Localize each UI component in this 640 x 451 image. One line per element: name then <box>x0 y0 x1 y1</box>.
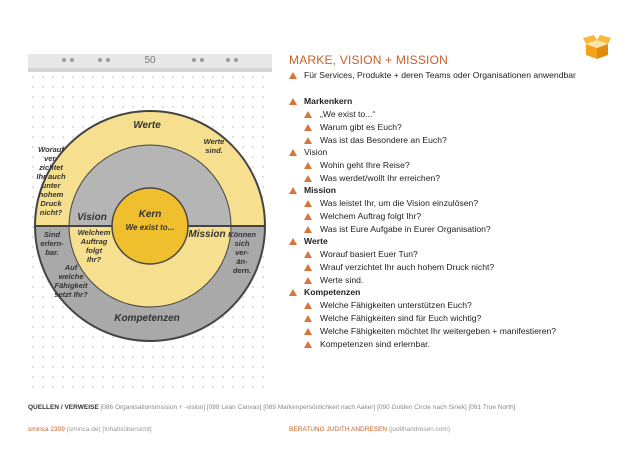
werte-left-line: hohem <box>39 190 64 199</box>
bullet-triangle-icon <box>289 98 297 105</box>
open-box-icon <box>583 35 611 59</box>
core-title: Kern <box>139 209 162 220</box>
mission-title: Mission <box>188 229 225 240</box>
core-subtitle: We exist to... <box>126 223 175 232</box>
werte-left-line: Worauf <box>38 145 65 154</box>
vision-ring <box>68 144 232 226</box>
binder-hole <box>234 58 238 62</box>
bullet-triangle-icon <box>304 137 312 144</box>
brand-core-diagram: Kern We exist to... Vision Welchem Auftr… <box>34 110 266 342</box>
notepad-ruler <box>28 68 272 72</box>
vision-title: Vision <box>77 212 107 223</box>
werte-left-line: Ihr auch <box>36 172 66 181</box>
footer-company: BERATUNG JUDITH ANDRESEN <box>289 426 388 433</box>
kompetenzen-left-line: erlern- <box>40 239 64 248</box>
bullet-triangle-icon <box>304 302 312 309</box>
mission-ring <box>68 226 232 308</box>
bullet-triangle-icon <box>304 264 312 271</box>
bullet-triangle-icon <box>304 111 312 118</box>
vision-line: Auftrag <box>80 237 108 246</box>
kompetenzen-mid-line: setzt Ihr? <box>54 290 88 299</box>
bullet-triangle-icon <box>304 277 312 284</box>
binder-hole <box>192 58 196 62</box>
werte-left-line: unter <box>42 181 62 190</box>
mission-line: Können <box>228 230 256 239</box>
footer-right: BERATUNG JUDITH ANDRESEN (judithandresen… <box>289 426 450 433</box>
werte-right-line: sind. <box>205 146 223 155</box>
bullet-triangle-icon <box>304 251 312 258</box>
vision-line: folgt <box>86 246 103 255</box>
references-text[interactable]: [086 Organisationsmission + -vision] [08… <box>100 404 516 411</box>
binder-hole <box>106 58 110 62</box>
notepad-header: 50 <box>28 54 272 68</box>
kompetenzen-left-line: bar. <box>45 248 58 257</box>
footer-brand: sminca 2309 <box>28 426 65 433</box>
bullet-triangle-icon <box>304 175 312 182</box>
references: QUELLEN / VERWEISE [086 Organisationsmis… <box>28 404 515 411</box>
werte-right-line: Werte <box>204 137 225 146</box>
mission-line: ver- <box>235 248 249 257</box>
footer-links[interactable]: (sminca.de) [Inhaltsübersicht] <box>66 426 152 433</box>
footer-website-link[interactable]: (judithandresen.com) <box>388 426 450 433</box>
kompetenzen-title: Kompetenzen <box>114 313 180 324</box>
bullet-triangle-icon <box>289 289 297 296</box>
bullet-triangle-icon <box>304 200 312 207</box>
mission-line: än- <box>236 257 248 266</box>
page-title: MARKE, VISION + MISSION <box>289 53 448 67</box>
bullet-triangle-icon <box>304 315 312 322</box>
werte-left-line: nicht? <box>40 208 63 217</box>
bullet-triangle-icon <box>304 162 312 169</box>
core-circle <box>111 187 189 265</box>
binder-hole <box>200 58 204 62</box>
vision-line: Welchem <box>78 228 111 237</box>
binder-hole <box>62 58 66 62</box>
bullet-triangle-icon <box>289 238 297 245</box>
bullet-triangle-icon <box>304 213 312 220</box>
mission-line: dern. <box>233 266 251 275</box>
bullet-triangle-icon <box>289 187 297 194</box>
binder-hole <box>98 58 102 62</box>
bullet-triangle-icon <box>304 226 312 233</box>
kompetenzen-mid-line: welche <box>58 272 83 281</box>
mission-line: sich <box>234 239 249 248</box>
binder-hole <box>226 58 230 62</box>
bullet-triangle-icon <box>289 72 297 79</box>
bullet-triangle-icon <box>304 124 312 131</box>
werte-title: Werte <box>133 120 161 131</box>
page-number: 50 <box>144 55 156 66</box>
kompetenzen-left-line: Sind <box>44 230 61 239</box>
vision-line: Ihr? <box>87 255 102 264</box>
binder-hole <box>70 58 74 62</box>
bullet-triangle-icon <box>304 341 312 348</box>
kompetenzen-mid-line: Auf <box>64 263 79 272</box>
werte-left-line: zichtet <box>38 163 63 172</box>
footer-left: sminca 2309 (sminca.de) [Inhaltsübersich… <box>28 426 152 433</box>
bullet-triangle-icon <box>289 149 297 156</box>
werte-left-line: Druck <box>40 199 62 208</box>
bullet-triangle-icon <box>304 328 312 335</box>
references-label: QUELLEN / VERWEISE <box>28 404 99 411</box>
werte-left-line: ver- <box>44 154 58 163</box>
kompetenzen-mid-line: Fähigkeit <box>55 281 88 290</box>
